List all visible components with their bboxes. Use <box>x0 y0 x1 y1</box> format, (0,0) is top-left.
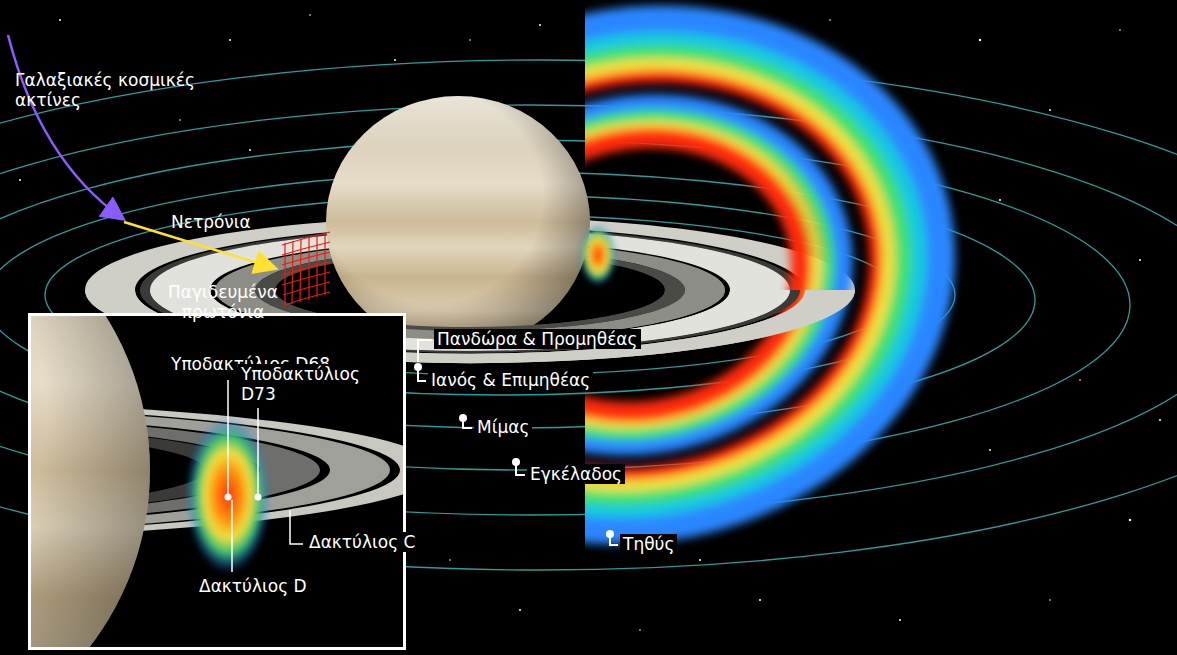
ring-label: Δακτύλιος D <box>196 576 310 596</box>
moon-label: Πανδώρα & Προμηθέας <box>434 329 641 349</box>
moon-label: Ιανός & Επιμηθέας <box>428 370 593 390</box>
moon-label: Μίμας <box>474 417 532 437</box>
moon-label: Εγκέλαδος <box>527 464 625 484</box>
ring-label: Υποδακτύλιος D73 <box>238 364 384 405</box>
cosmic-ray-arrow <box>8 35 122 218</box>
cosmic-ray-label: Γαλαξιακές κοσμικές ακτίνες <box>12 70 218 111</box>
trapped-protons-grid <box>282 232 330 306</box>
saturn-planet <box>326 96 616 348</box>
proton-label: Παγιδευμένα πρωτόνια <box>158 282 288 323</box>
neutron-label: Νετρόνια <box>168 212 254 232</box>
ring-label: Δακτύλιος C <box>306 532 418 552</box>
moon-leaders <box>418 340 618 545</box>
inset-illustration <box>28 313 406 650</box>
inset-frame <box>30 315 405 649</box>
moon-label: Τηθύς <box>620 534 677 554</box>
moon-dots <box>414 363 614 538</box>
